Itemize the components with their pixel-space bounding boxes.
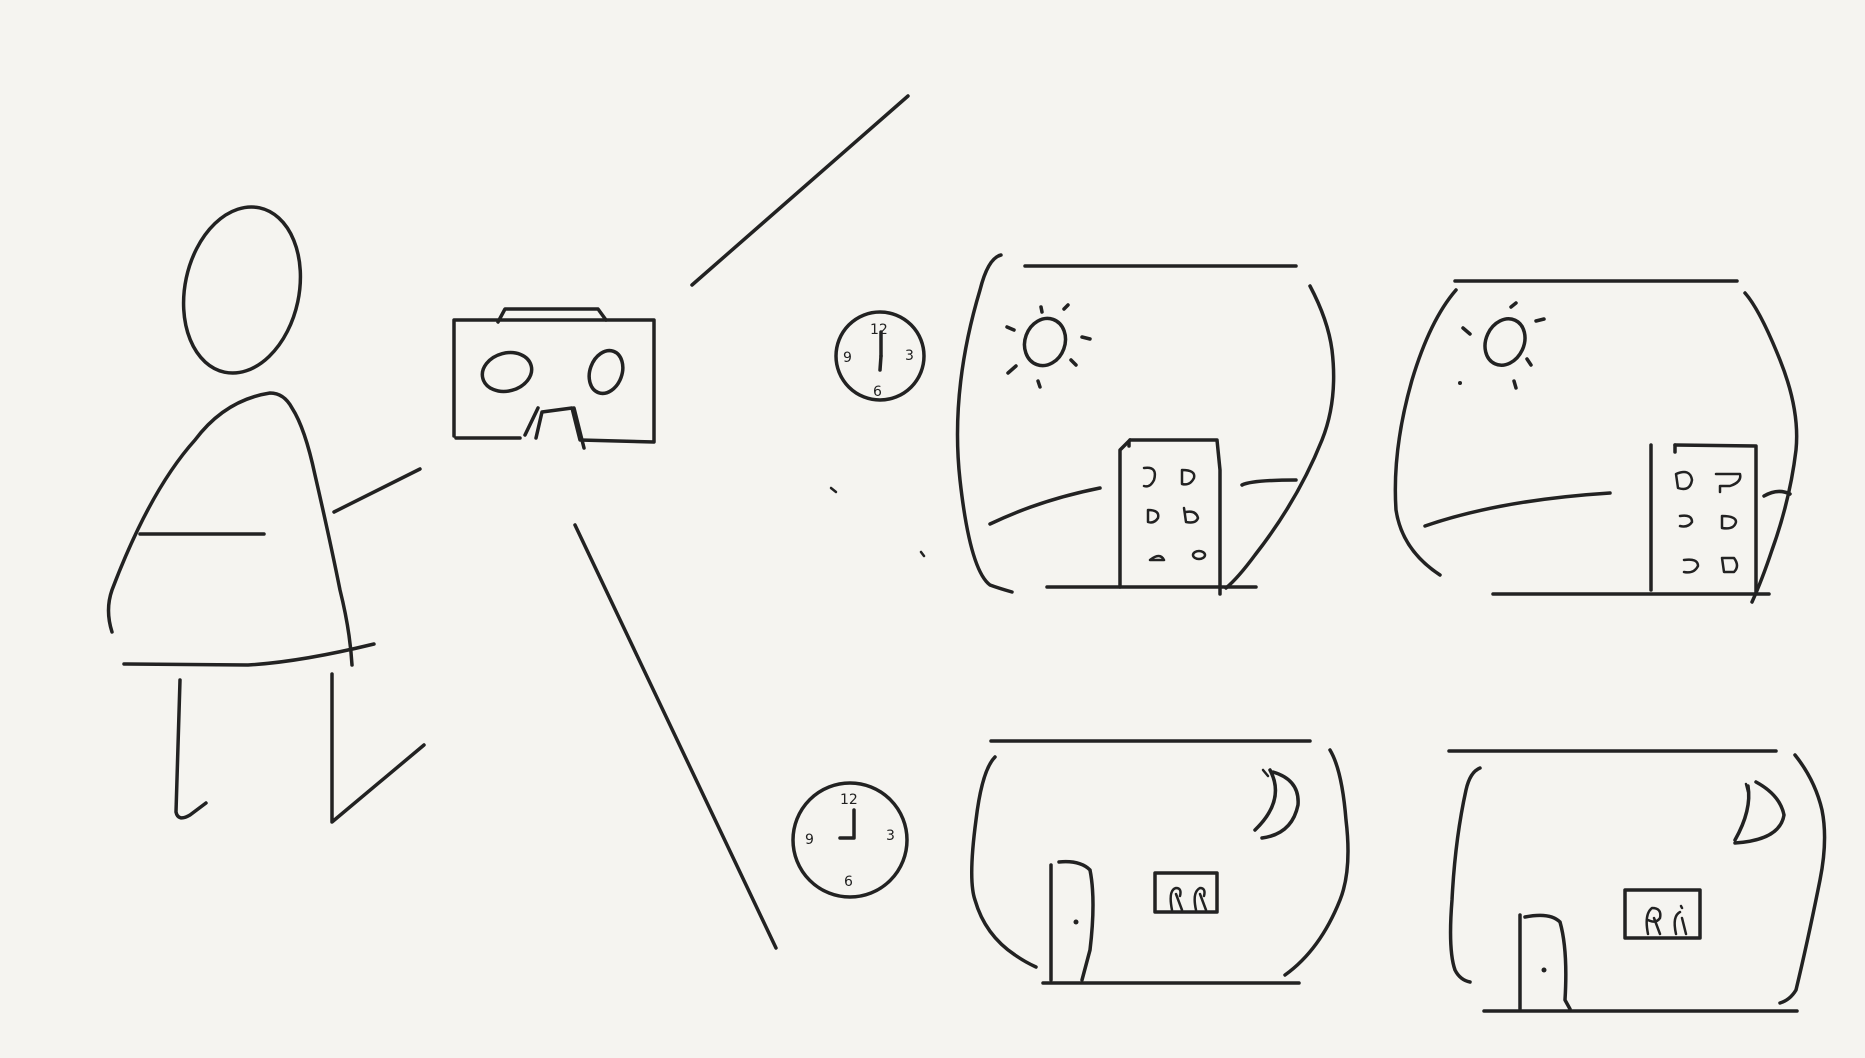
person-figure xyxy=(106,205,426,824)
scene-horizon xyxy=(1423,491,1612,528)
door-icon xyxy=(1518,913,1572,1011)
picture-frame-icon xyxy=(1623,888,1702,940)
night-scene-1 xyxy=(970,739,1350,985)
vr-headset-right-lens xyxy=(587,348,625,396)
day-clock-face xyxy=(834,310,926,402)
person-head xyxy=(181,205,303,375)
day-clock-numeral-3: 3 xyxy=(905,348,914,364)
vr-headset-nose-detail xyxy=(523,406,586,450)
vr-headset-left-lens xyxy=(480,350,534,394)
person-left-leg xyxy=(174,678,208,820)
night-clock-numeral-6: 6 xyxy=(844,874,853,890)
scene-right-edge xyxy=(1743,291,1799,604)
picture-frame-icon xyxy=(1153,871,1219,914)
scene-horizon-right xyxy=(1240,478,1298,487)
scene-left-edge xyxy=(970,755,1038,969)
vr-headset-frame xyxy=(452,318,656,444)
person-hip-line xyxy=(122,642,376,667)
scene-horizon-right xyxy=(1762,489,1792,498)
day-clock-numeral-6: 6 xyxy=(873,384,882,400)
vr-headset-icon xyxy=(452,307,656,450)
person-torso xyxy=(106,391,354,667)
view-cone-upper-line xyxy=(690,94,910,287)
building-icon xyxy=(1649,443,1758,594)
stray-mark xyxy=(919,550,926,558)
scene-right-edge xyxy=(1283,748,1350,977)
sun-icon xyxy=(1005,303,1092,389)
scene-left-edge xyxy=(1448,766,1482,984)
view-cone-lower-line xyxy=(573,523,778,950)
night-clock-numeral-3: 3 xyxy=(886,828,895,844)
door-icon xyxy=(1049,859,1095,982)
scene-left-edge xyxy=(1393,288,1458,577)
night-clock-numeral-9: 9 xyxy=(805,832,814,848)
scene-horizon xyxy=(988,486,1102,526)
sun-icon xyxy=(1458,301,1546,390)
scene-right-edge xyxy=(1224,284,1336,590)
person-right-leg xyxy=(330,672,426,824)
night-clock-numeral-12: 12 xyxy=(840,792,858,808)
person-arm xyxy=(332,467,422,514)
scene-right-edge xyxy=(1778,753,1827,1005)
scene-left-edge xyxy=(955,253,1014,594)
vr-headset-strap xyxy=(496,307,608,324)
stray-mark xyxy=(829,486,838,494)
crescent-moon-icon xyxy=(1253,768,1300,840)
building-icon xyxy=(1118,438,1222,596)
night-clock-face xyxy=(791,781,909,899)
day-clock-numeral-9: 9 xyxy=(843,350,852,366)
day-scene-1 xyxy=(955,253,1336,596)
clock-icon: 12 3 6 9 xyxy=(791,781,909,899)
night-clock-hands xyxy=(838,808,856,840)
crescent-moon-icon xyxy=(1733,780,1786,845)
night-scene-2 xyxy=(1447,749,1827,1013)
day-scene-2 xyxy=(1393,279,1799,604)
day-clock-numeral-12: 12 xyxy=(870,322,888,338)
day-clock-hand-hour xyxy=(878,354,883,372)
clock-icon: 12 3 6 9 xyxy=(834,310,926,402)
